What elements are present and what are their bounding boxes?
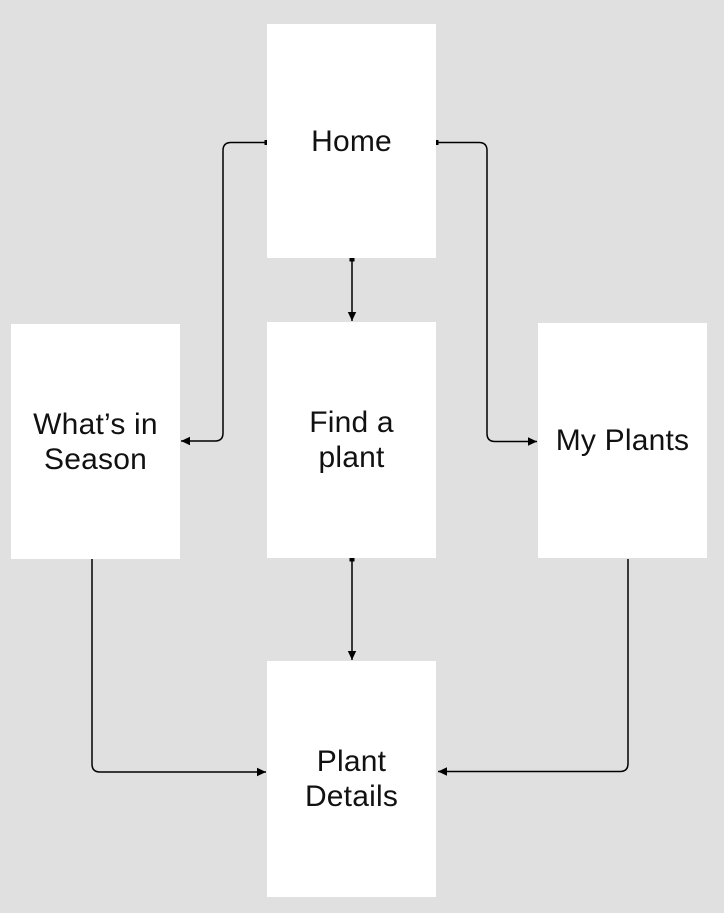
node-plant-details-label: Plant Details xyxy=(304,745,399,813)
edge-whats-in-season-to-plant-details xyxy=(91,559,266,777)
edge-home-to-my-plants xyxy=(433,140,537,446)
edge-group xyxy=(91,140,629,777)
node-home[interactable]: Home xyxy=(267,24,436,258)
node-home-label: Home xyxy=(311,124,392,158)
node-whats-in-season-label: What’s in Season xyxy=(33,407,158,476)
node-whats-in-season[interactable]: What’s in Season xyxy=(11,324,180,559)
node-find-a-plant-label: Find a plant xyxy=(309,406,394,474)
edge-home-to-whats-in-season xyxy=(181,140,270,446)
node-my-plants[interactable]: My Plants xyxy=(538,323,707,558)
node-find-a-plant[interactable]: Find a plant xyxy=(267,322,436,558)
node-my-plants-label: My Plants xyxy=(555,424,690,457)
node-plant-details[interactable]: Plant Details xyxy=(267,661,436,897)
edge-my-plants-to-plant-details xyxy=(438,559,629,776)
